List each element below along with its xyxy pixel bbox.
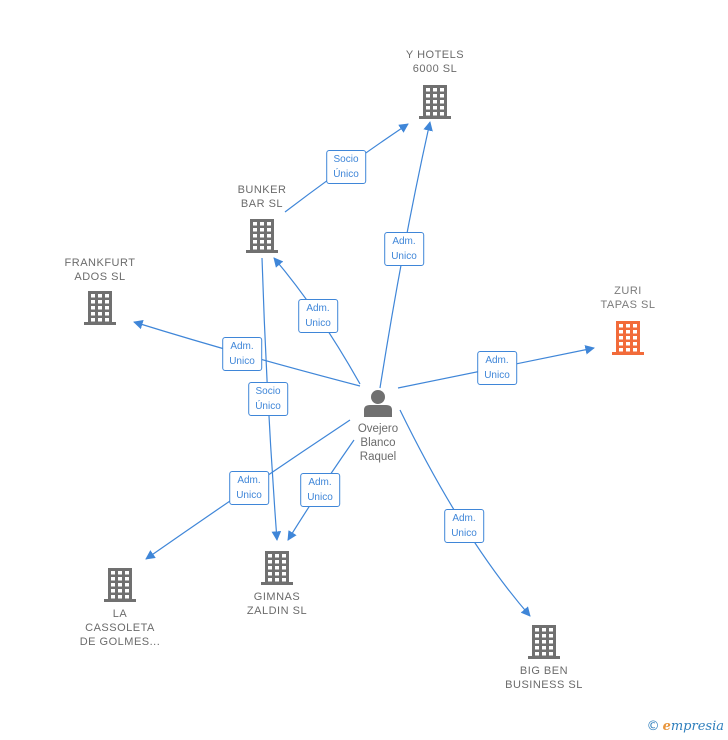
company-label-cassoleta[interactable]: LA CASSOLETA DE GOLMES... [79, 608, 161, 648]
brand-name: mpresia [670, 719, 724, 734]
empresia-logo[interactable]: ©empresia [647, 719, 724, 734]
building-icon[interactable] [528, 625, 560, 659]
building-icon[interactable] [84, 291, 116, 325]
building-icon[interactable] [612, 321, 644, 355]
edge-label[interactable]: Adm. Unico [384, 232, 424, 266]
building-icon[interactable] [261, 551, 293, 585]
edge-label[interactable]: Socio Único [326, 150, 366, 184]
building-icon[interactable] [104, 568, 136, 602]
edge-label[interactable]: Adm. Unico [298, 299, 338, 333]
person-name[interactable]: Ovejero Blanco Raquel [357, 423, 399, 463]
company-label-yhotels[interactable]: Y HOTELS 6000 SL [405, 49, 465, 75]
edge-label[interactable]: Adm. Unico [222, 337, 262, 371]
person-icon[interactable] [364, 390, 392, 417]
edge-label[interactable]: Adm. Unico [229, 471, 269, 505]
edge-label[interactable]: Adm. Unico [444, 509, 484, 543]
edge-label[interactable]: Adm. Unico [477, 351, 517, 385]
edge-label[interactable]: Socio Único [248, 382, 288, 416]
building-icon[interactable] [419, 85, 451, 119]
building-icon[interactable] [246, 219, 278, 253]
brand-initial: e [662, 719, 671, 734]
company-label-gimnas[interactable]: GIMNAS ZALDIN SL [246, 591, 308, 617]
edge-label[interactable]: Adm. Unico [300, 473, 340, 507]
company-label-zuri[interactable]: ZURI TAPAS SL [600, 285, 656, 311]
copyright-symbol: © [646, 719, 660, 734]
company-label-bunker[interactable]: BUNKER BAR SL [237, 184, 287, 210]
company-label-bigben[interactable]: BIG BEN BUSINESS SL [505, 665, 583, 691]
company-label-frankfurt[interactable]: FRANKFURT ADOS SL [64, 257, 136, 283]
